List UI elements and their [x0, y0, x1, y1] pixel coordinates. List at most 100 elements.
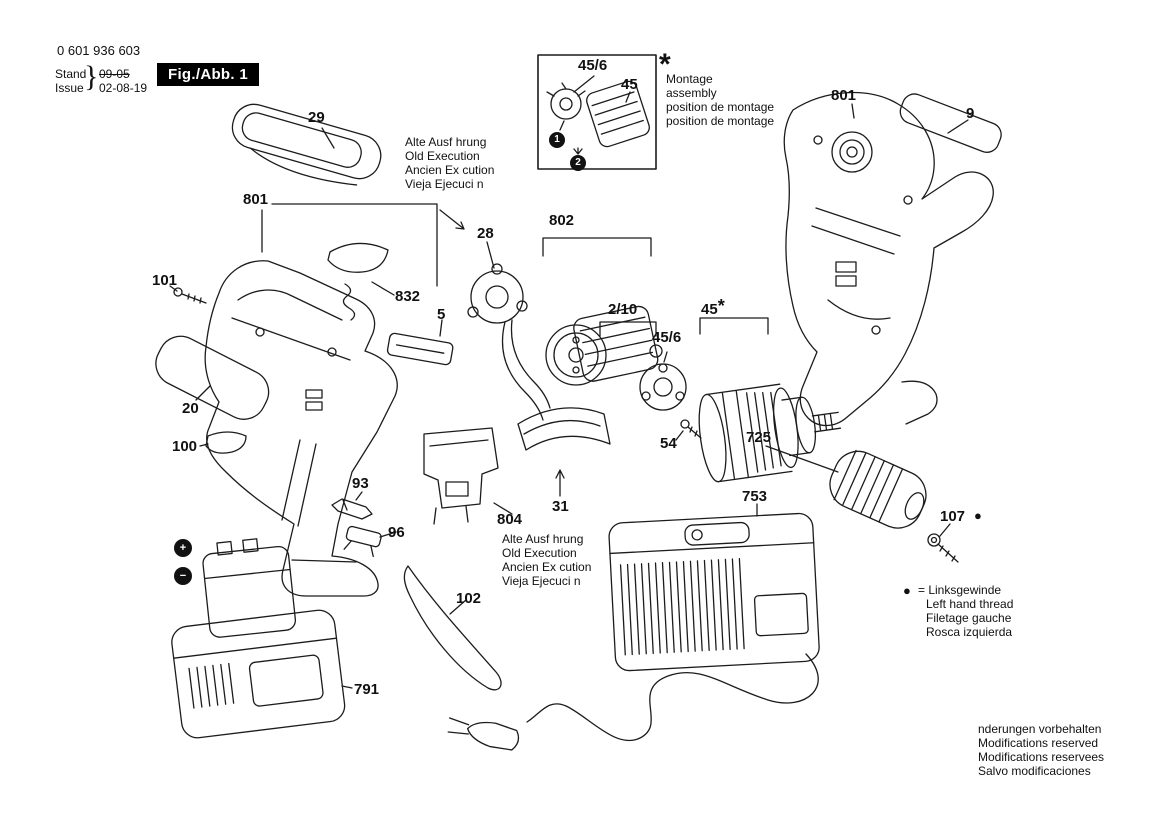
callout-802: 802 [549, 212, 575, 229]
callout-20: 20 [182, 400, 199, 417]
ring-28-drawing [467, 263, 528, 324]
minus-badge: − [174, 567, 192, 585]
left-hand-thread-line-2: Left hand thread [926, 597, 1014, 611]
stand-value: 09-05 [99, 67, 130, 81]
callout-28: 28 [477, 225, 494, 242]
modifications-line-4: Salvo modificaciones [978, 764, 1091, 778]
leader-107 [939, 523, 951, 537]
left-hand-thread-line-3: Filetage gauche [926, 611, 1012, 625]
leader-45-6 [663, 351, 668, 363]
old-execution-top-line-1: Alte Ausf hrung [405, 135, 487, 149]
callout-45-inset: 45 [621, 76, 638, 93]
montage-line-1: Montage [666, 72, 713, 86]
left-hand-thread-note: = Linksgewinde Left hand thread Filetage… [918, 583, 1013, 639]
modifications-note: nderungen vorbehalten Modifications rese… [978, 722, 1104, 778]
callout-45-number: 45 [701, 301, 718, 318]
leader-101 [169, 285, 178, 292]
old-execution-top-line-2: Old Execution [405, 149, 480, 163]
battery-791-drawing [171, 609, 346, 739]
callout-801-right: 801 [831, 87, 857, 104]
old-execution-note-top: Alte Ausf hrung Old Execution Ancien Ex … [405, 135, 494, 191]
leader-54 [675, 430, 684, 441]
left-hand-thread-line-1: = Linksgewinde [918, 583, 1002, 597]
button-5-drawing [386, 332, 454, 366]
callout-107: 107 [940, 508, 966, 525]
callout-100: 100 [172, 438, 198, 455]
screw-101-drawing [173, 287, 207, 304]
callout-725: 725 [746, 429, 772, 446]
clip-96-drawing [343, 525, 382, 558]
battery-insert-drawing [202, 538, 297, 638]
step-2-badge: 2 [570, 155, 586, 171]
old-execution-bottom-line-4: Vieja Ejecuci n [502, 574, 581, 588]
old-execution-bottom-line-1: Alte Ausf hrung [502, 532, 584, 546]
old-execution-note-bottom: Alte Ausf hrung Old Execution Ancien Ex … [502, 532, 591, 588]
housing-right-drawing [783, 91, 994, 427]
modifications-line-1: nderungen vorbehalten [978, 722, 1102, 736]
battery-cover-drawing [231, 103, 382, 186]
callout-93: 93 [352, 475, 369, 492]
leader-801-left [261, 203, 438, 287]
issue-label: Issue [55, 81, 84, 95]
leader-20 [195, 385, 211, 401]
part-number: 0 601 936 603 [57, 43, 141, 58]
callout-804: 804 [497, 511, 523, 528]
callout-9: 9 [966, 105, 975, 122]
modifications-line-3: Modifications reservees [978, 750, 1105, 764]
figure-label: Fig./Abb. 1 [157, 63, 259, 86]
montage-line-2: assembly [666, 86, 717, 100]
leader-96 [379, 531, 397, 538]
plus-badge: + [174, 539, 192, 557]
callout-29: 29 [308, 109, 325, 126]
gearbox-45-drawing [698, 383, 842, 483]
stand-label: Stand [55, 67, 87, 81]
clip-832-drawing [327, 242, 389, 321]
left-hand-thread-dot-icon: ● [974, 508, 982, 523]
flange-45-6-drawing [639, 363, 687, 411]
callout-832: 832 [395, 288, 421, 305]
callout-2-10: 2/10 [608, 301, 638, 318]
callout-753: 753 [742, 488, 768, 505]
foil-20-drawing [155, 335, 270, 420]
callout-101: 101 [152, 272, 178, 289]
power-cord-drawing [447, 653, 819, 751]
montage-line-4: position de montage [666, 114, 775, 128]
leader-791 [341, 685, 353, 689]
chuck-725-drawing [829, 449, 927, 529]
modifications-line-2: Modifications reserved [978, 736, 1099, 750]
mount-31-drawing [517, 407, 611, 451]
montage-line-3: position de montage [666, 100, 775, 114]
montage-asterisk: * [659, 48, 671, 81]
callout-801-left: 801 [243, 191, 269, 208]
bracket-802 [542, 237, 652, 257]
leader-100 [199, 443, 209, 447]
wire-102-drawing [403, 565, 502, 691]
stand-issue-brace: } [84, 60, 99, 93]
foil-9-drawing [899, 93, 1002, 153]
bracket-45 [699, 317, 769, 335]
leader-93 [355, 491, 363, 501]
leader-5 [439, 319, 443, 337]
leader-832 [371, 281, 395, 296]
leader-102 [449, 599, 467, 615]
screw-107-drawing [927, 533, 959, 563]
left-hand-thread-legend-dot-icon: ● [903, 583, 911, 598]
callout-45-6-mid: 45/6 [652, 329, 682, 346]
step-1-badge: 1 [549, 132, 565, 148]
old-execution-top-line-4: Vieja Ejecuci n [405, 177, 484, 191]
callout-31: 31 [552, 498, 569, 515]
arrow-31 [555, 469, 565, 497]
leader-804 [493, 502, 513, 515]
callout-5: 5 [437, 306, 446, 323]
leader-725 [765, 445, 839, 473]
motor-802-drawing [545, 305, 663, 386]
motor-wires-drawing [501, 319, 551, 421]
left-hand-thread-line-4: Rosca izquierda [926, 625, 1013, 639]
leader-801-right [851, 103, 855, 119]
charger-753-drawing [608, 512, 820, 672]
callout-791: 791 [354, 681, 380, 698]
montage-note: Montage assembly position de montage pos… [666, 72, 774, 128]
old-execution-top-line-3: Ancien Ex cution [405, 163, 495, 177]
